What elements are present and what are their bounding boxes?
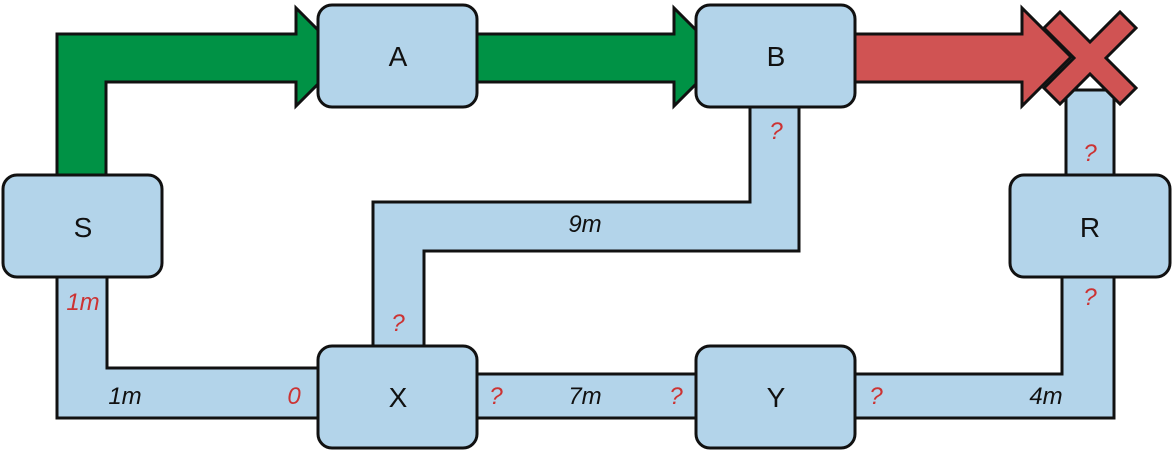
- node-y-label: Y: [767, 382, 786, 413]
- path-y-r: [851, 273, 1116, 420]
- node-a-label: A: [389, 41, 408, 72]
- y-in-marker: ?: [669, 383, 683, 410]
- arrow-a-b: [475, 4, 726, 110]
- node-r: R: [1008, 173, 1172, 279]
- node-s: S: [1, 173, 164, 279]
- x-y-distance: 7m: [568, 383, 601, 410]
- s-x-distance: 1m: [108, 383, 141, 410]
- x-out-marker: ?: [489, 383, 503, 410]
- y-r-distance: 4m: [1029, 383, 1062, 410]
- node-y: Y: [694, 344, 857, 450]
- x-cross-icon: [1041, 9, 1139, 107]
- node-s-label: S: [74, 212, 93, 243]
- x-up-marker: ?: [391, 310, 405, 337]
- arrow-s-a: [55, 4, 348, 177]
- node-x-label: X: [389, 382, 408, 413]
- b-down-marker: ?: [769, 118, 783, 145]
- s-out-marker: 1m: [66, 289, 99, 316]
- y-out-marker: ?: [869, 383, 883, 410]
- node-r-label: R: [1080, 212, 1100, 243]
- node-b: B: [694, 3, 857, 109]
- node-x: X: [316, 344, 479, 450]
- r-in-bottom-marker: ?: [1083, 284, 1097, 311]
- r-top-marker: ?: [1083, 140, 1097, 167]
- arrow-b-failed: [853, 4, 1074, 110]
- node-b-label: B: [767, 41, 786, 72]
- node-a: A: [316, 3, 479, 109]
- x-b-distance: 9m: [568, 211, 601, 238]
- x-in-marker: 0: [287, 383, 301, 410]
